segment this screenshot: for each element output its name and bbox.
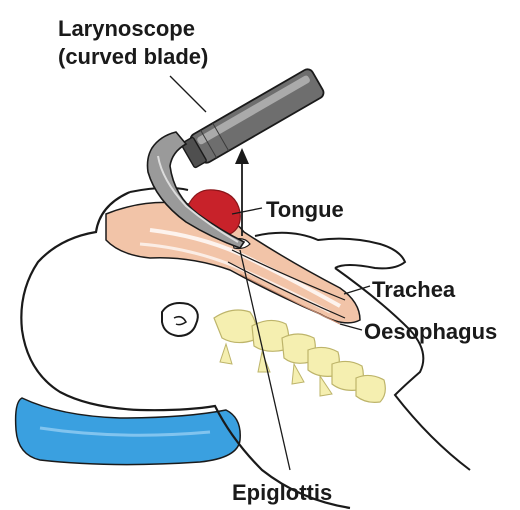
label-laryngoscope-line2: (curved blade)	[58, 44, 208, 69]
laryngoscope-leader	[170, 76, 206, 112]
oesophagus-leader	[340, 324, 362, 330]
ear-shape	[162, 303, 198, 336]
label-epiglottis: Epiglottis	[232, 480, 332, 505]
label-oesophagus: Oesophagus	[364, 319, 497, 344]
label-tongue: Tongue	[266, 197, 344, 222]
cervical-spine	[214, 310, 385, 402]
label-trachea: Trachea	[372, 277, 456, 302]
trachea-leader	[344, 286, 370, 294]
label-laryngoscope-line1: Larynoscope	[58, 16, 195, 41]
